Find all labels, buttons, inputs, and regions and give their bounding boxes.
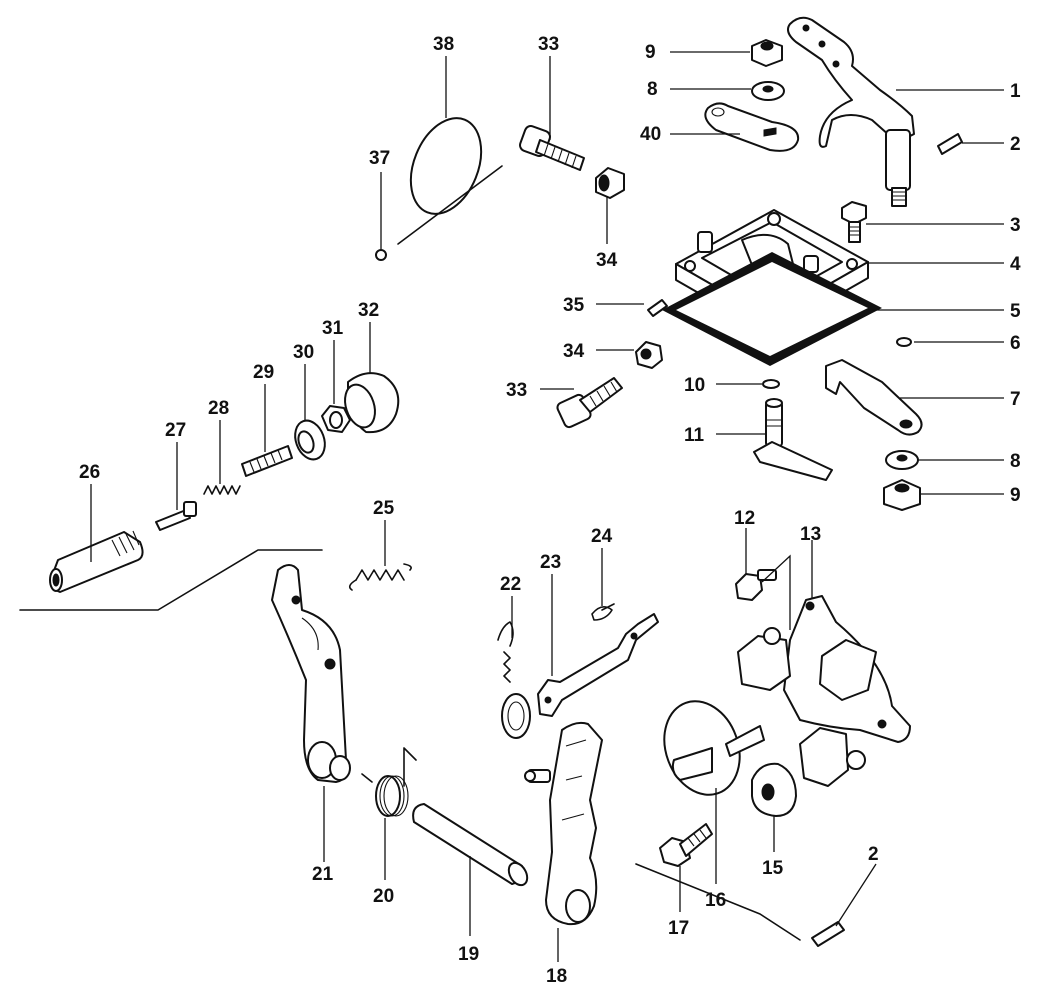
part-34-nut-middle [635, 341, 663, 369]
part-2-pin-upper [937, 133, 963, 155]
part-40-plate [704, 102, 800, 152]
callout-31: 31 [322, 318, 344, 339]
part-9-nut-lower [883, 479, 921, 511]
part-16-cam-disc [663, 700, 765, 796]
callout-19: 19 [458, 944, 479, 965]
callout-4: 4 [1010, 254, 1021, 275]
callout-17: 17 [668, 918, 689, 939]
part-6-o-ring [896, 337, 912, 347]
callout-8-lower: 8 [1010, 451, 1021, 472]
part-38-diaphragm [409, 117, 483, 215]
part-32-cap [344, 372, 400, 434]
part-28-spring [203, 485, 241, 495]
callout-8-upper: 8 [647, 79, 658, 100]
part-5-gasket [662, 252, 882, 366]
callout-35: 35 [563, 295, 585, 316]
callout-33-lower: 33 [506, 380, 527, 401]
part-20-spring [361, 747, 417, 817]
callout-32: 32 [358, 300, 379, 321]
part-27-pin [155, 501, 197, 531]
part-25-spring [348, 563, 412, 591]
callout-21: 21 [312, 864, 334, 885]
part-3-bolt [841, 201, 867, 243]
part-35-pin [647, 299, 668, 317]
part-8-washer-upper [751, 81, 785, 101]
callout-16: 16 [705, 890, 726, 911]
part-22-spring [497, 621, 531, 739]
part-2-pin-lower [811, 921, 845, 947]
callout-33-upper: 33 [538, 34, 559, 55]
callout-5: 5 [1010, 301, 1021, 322]
callout-18: 18 [546, 966, 567, 987]
callout-25: 25 [373, 498, 395, 519]
part-31-nut [321, 405, 351, 433]
part-10-o-ring [762, 379, 780, 389]
callout-9-upper: 9 [645, 42, 656, 63]
callout-2-lower: 2 [868, 844, 879, 865]
callout-20: 20 [373, 886, 394, 907]
part-33-bolt-lower [556, 377, 623, 429]
part-13-cam-plate-assembly [737, 595, 911, 787]
callout-23: 23 [540, 552, 561, 573]
callout-3: 3 [1010, 215, 1021, 236]
part-26-sleeve [49, 530, 144, 593]
callout-40: 40 [640, 124, 661, 145]
callout-26: 26 [79, 462, 100, 483]
part-7-bracket [825, 359, 923, 436]
callout-28: 28 [208, 398, 229, 419]
part-18-lever-assembly [524, 721, 603, 926]
part-37-ball [375, 249, 387, 261]
part-1-lever-arm [787, 16, 915, 207]
callout-12: 12 [734, 508, 755, 529]
callout-22: 22 [500, 574, 521, 595]
callout-1: 1 [1010, 81, 1021, 102]
callout-37: 37 [369, 148, 390, 169]
callout-29: 29 [253, 362, 274, 383]
part-19-shaft [412, 803, 529, 887]
callout-13: 13 [800, 524, 821, 545]
part-33-bolt-upper [519, 125, 585, 171]
part-17-bolt [659, 823, 713, 867]
callout-9-lower: 9 [1010, 485, 1021, 506]
callout-30: 30 [293, 342, 314, 363]
callout-34-middle: 34 [563, 341, 585, 362]
callout-38: 38 [433, 34, 454, 55]
part-9-nut-upper [751, 39, 783, 67]
part-15-bushing [751, 762, 797, 817]
part-23-link-bracket [537, 613, 659, 717]
part-30-washer [294, 419, 326, 461]
callout-15: 15 [762, 858, 784, 879]
callout-6: 6 [1010, 333, 1021, 354]
callout-24: 24 [591, 526, 613, 547]
part-11-shaft-lever [753, 398, 833, 481]
part-12-bolt [735, 569, 777, 601]
callout-27: 27 [165, 420, 186, 441]
part-34-nut-upper [595, 167, 625, 199]
callout-7: 7 [1010, 389, 1021, 410]
callout-34-upper: 34 [596, 250, 618, 271]
callout-2-upper: 2 [1010, 134, 1021, 155]
part-8-washer-lower [885, 450, 919, 470]
part-29-threaded-rod [241, 445, 293, 477]
callout-10: 10 [684, 375, 705, 396]
callout-11: 11 [684, 425, 705, 446]
part-21-lever [271, 564, 351, 783]
part-24-clip [591, 603, 615, 621]
